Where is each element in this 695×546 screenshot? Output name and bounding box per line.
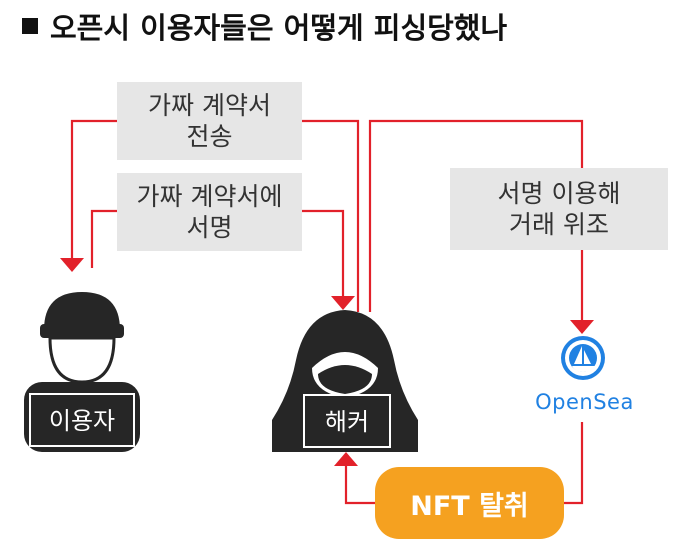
label-sign-line-1: 가짜 계약서에	[136, 182, 283, 211]
arrow-sign-line	[90, 209, 117, 268]
label-forge-line-2: 거래 위조	[509, 210, 609, 239]
label-sign-fake-contract: 가짜 계약서에 서명	[117, 173, 302, 251]
hacker-figure-icon: 해커	[272, 310, 418, 452]
label-send-line-1: 가짜 계약서	[148, 91, 271, 120]
label-send-line-2: 전송	[186, 122, 233, 151]
arrowhead-to-opensea	[570, 320, 594, 334]
user-figure-icon: 이용자	[24, 292, 140, 452]
arrow-sign-hacker-line	[302, 209, 345, 298]
label-send-fake-contract: 가짜 계약서 전송	[117, 82, 302, 160]
arrowhead-to-user	[60, 258, 84, 272]
label-forge-line-1: 서명 이용해	[497, 179, 621, 208]
label-forge-transaction: 서명 이용해 거래 위조	[450, 168, 668, 250]
title-text: 오픈시 이용자들은 어떻게 피싱당했나	[50, 11, 508, 45]
arrow-theft-hacker-line	[344, 466, 375, 505]
arrow-send-hacker-line	[302, 119, 360, 312]
title-bullet-icon	[22, 18, 38, 34]
arrow-send-line	[70, 119, 117, 258]
arrowhead-to-hacker	[331, 296, 355, 310]
arrow-theft-line	[564, 422, 584, 505]
arrow-forge-line	[368, 119, 584, 312]
user-label: 이용자	[49, 407, 115, 435]
label-sign-line-2: 서명	[186, 213, 233, 242]
opensea-wordmark: OpenSea	[535, 390, 634, 414]
diagram-title: 오픈시 이용자들은 어떻게 피싱당했나	[22, 6, 507, 46]
nft-theft-badge: NFT 탈취	[375, 467, 564, 539]
hacker-label: 해커	[325, 408, 369, 436]
opensea-logo-icon	[561, 336, 605, 380]
arrowhead-up-hacker	[334, 452, 358, 466]
